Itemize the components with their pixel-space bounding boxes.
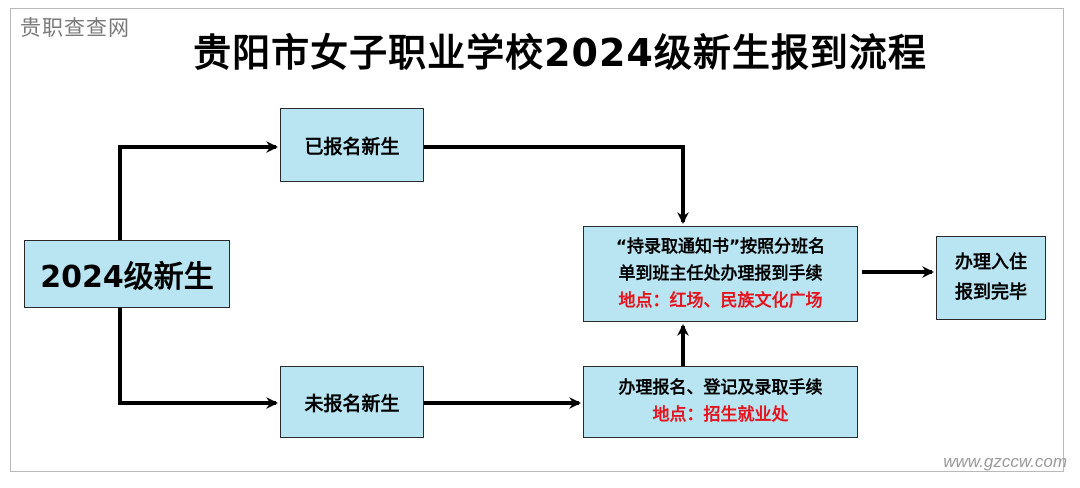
- node-procedure-location: 地点：招生就业处: [652, 405, 789, 425]
- node-report-with-notice: “持录取通知书”按照分班名 单到班主任处办理报到手续 地点：红场、民族文化广场: [583, 226, 858, 322]
- node-registered-label: 已报名新生: [304, 135, 400, 158]
- watermark-bottom: www.gzccw.com: [943, 452, 1067, 471]
- node-start-label: 2024级新生: [40, 260, 214, 295]
- node-unregistered-label: 未报名新生: [304, 392, 400, 415]
- node-report-line1: “持录取通知书”按照分班名: [615, 236, 826, 257]
- node-2024-new-students: 2024级新生: [24, 240, 230, 308]
- node-registration-procedure: 办理报名、登记及录取手续 地点：招生就业处: [583, 366, 858, 438]
- watermark-top: 贵职查查网: [20, 16, 130, 40]
- node-unregistered-students: 未报名新生: [280, 366, 424, 438]
- diagram-title: 贵阳市女子职业学校2024级新生报到流程: [193, 31, 927, 75]
- node-done-line2: 报到完毕: [955, 282, 1027, 303]
- node-registered-students: 已报名新生: [280, 108, 424, 182]
- node-checkin-complete: 办理入住 报到完毕: [936, 236, 1046, 320]
- node-report-line2: 单到班主任处办理报到手续: [618, 263, 823, 284]
- node-done-line1: 办理入住: [955, 252, 1027, 273]
- node-report-location: 地点：红场、民族文化广场: [618, 290, 823, 311]
- node-procedure-line1: 办理报名、登记及录取手续: [618, 378, 823, 398]
